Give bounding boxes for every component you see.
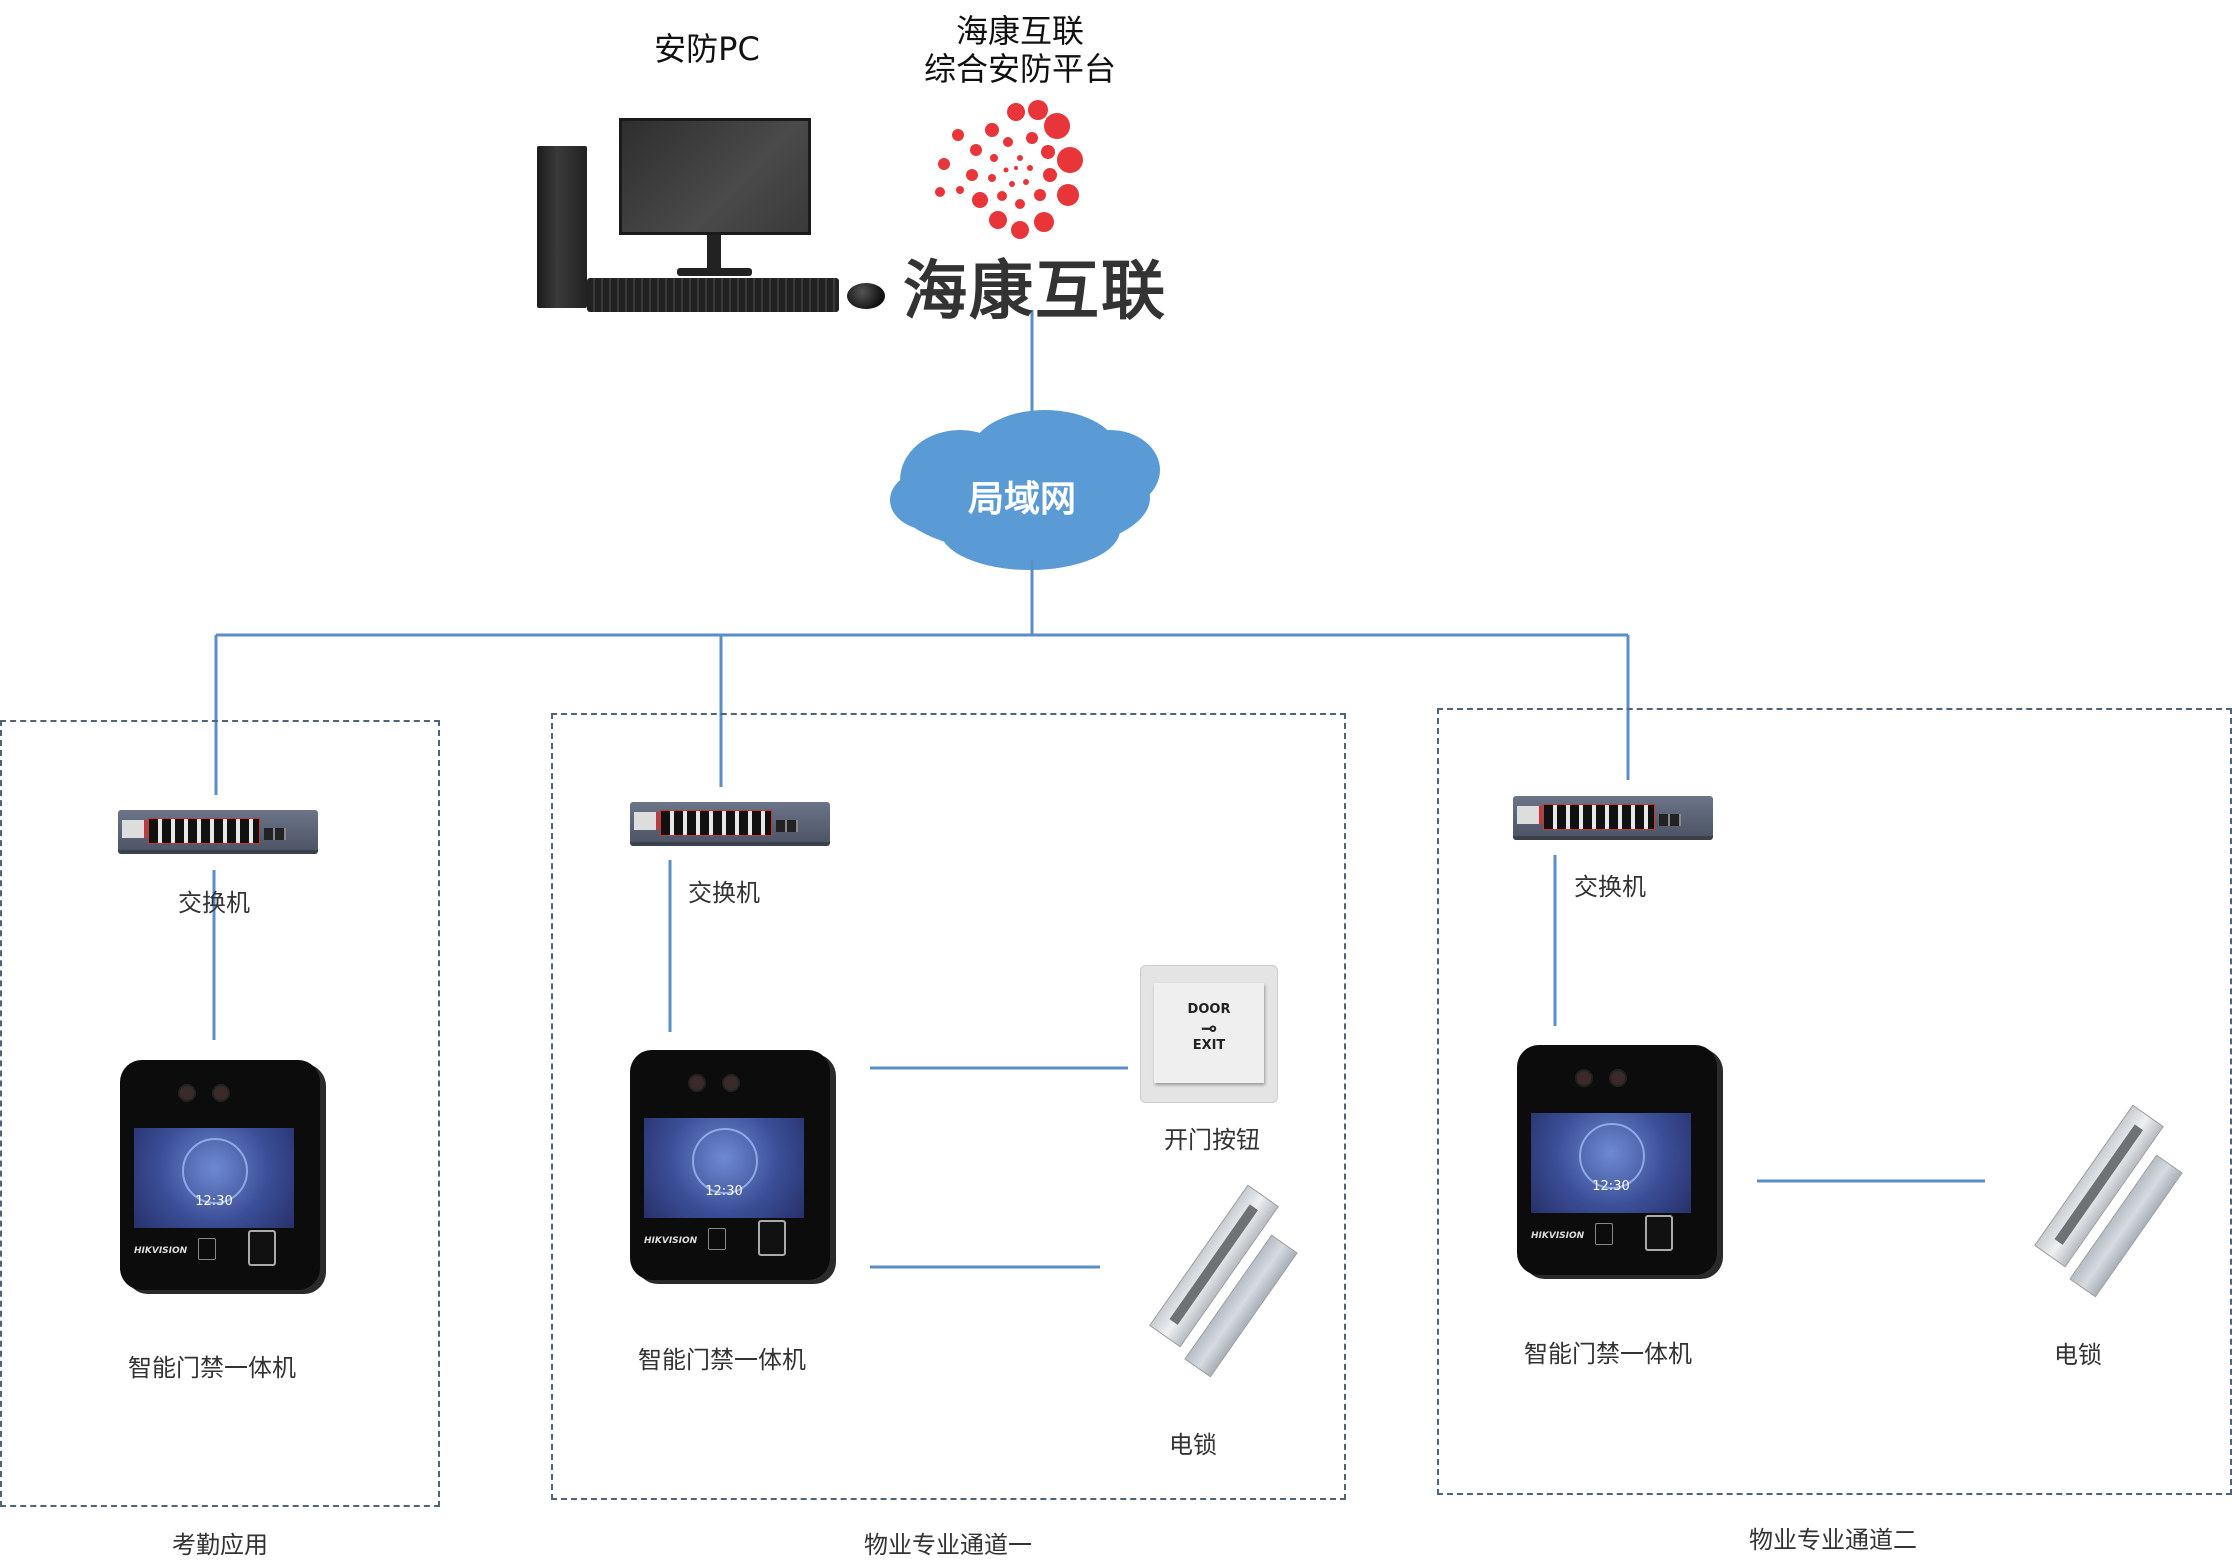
lan-cloud-icon (890, 410, 1160, 570)
cloud-label: 局域网 (967, 479, 1077, 520)
terminal-time: 12:30 (1592, 1179, 1630, 1194)
terminal-brand: HIKVISION (134, 1246, 188, 1256)
door-exit-button-icon: DOOR ⊸ EXIT (1140, 965, 1278, 1103)
electric-lock-icon (2010, 1100, 2183, 1298)
lock-label: 电锁 (1169, 1431, 1217, 1459)
switch-icon (1513, 796, 1713, 836)
pc-label: 安防PC (654, 30, 760, 68)
pc-tower-icon (537, 146, 587, 308)
hik-connect-logo-icon (935, 100, 1083, 239)
switch-label: 交换机 (1574, 873, 1646, 901)
switch-label: 交换机 (178, 889, 250, 917)
terminal-time: 12:30 (195, 1194, 233, 1209)
terminal-time: 12:30 (705, 1184, 743, 1199)
mouse-icon (847, 283, 885, 309)
terminal-label: 智能门禁一体机 (638, 1346, 806, 1374)
zone-property-channel-2-label: 物业专业通道二 (1749, 1526, 1917, 1554)
platform-label-line1: 海康互联 (955, 12, 1085, 50)
electric-lock-icon (1125, 1180, 1298, 1378)
door-text: DOOR (1187, 1002, 1231, 1017)
platform-label-line2: 综合安防平台 (923, 50, 1117, 88)
lock-label: 电锁 (2054, 1341, 2102, 1369)
key-icon: ⊸ (1200, 1016, 1218, 1040)
switch-label: 交换机 (688, 879, 760, 907)
zone-property-channel-1 (551, 713, 1346, 1500)
terminal-brand: HIKVISION (644, 1236, 698, 1246)
monitor-stand (707, 235, 721, 273)
monitor-base (677, 268, 752, 276)
zone-attendance-label: 考勤应用 (172, 1531, 268, 1559)
switch-icon (630, 802, 830, 842)
exit-button-label: 开门按钮 (1164, 1126, 1260, 1154)
access-terminal-icon: 12:30 HIKVISION (120, 1060, 320, 1290)
access-terminal-icon: 12:30 HIKVISION (1517, 1045, 1717, 1275)
zone-property-channel-1-label: 物业专业通道一 (864, 1531, 1032, 1559)
keyboard-icon (587, 278, 839, 312)
switch-icon (118, 810, 318, 850)
zone-property-channel-2 (1437, 708, 2232, 1495)
monitor-icon (619, 118, 811, 235)
security-pc (535, 118, 885, 318)
access-terminal-icon: 12:30 HIKVISION (630, 1050, 830, 1280)
platform-label: 海康互联 综合安防平台 (924, 12, 1116, 88)
exit-text: EXIT (1192, 1038, 1226, 1053)
zone-attendance (0, 720, 440, 1507)
terminal-brand: HIKVISION (1531, 1231, 1585, 1241)
platform-logo-text: 海康互联 (903, 255, 1167, 329)
terminal-label: 智能门禁一体机 (1524, 1340, 1692, 1368)
terminal-label: 智能门禁一体机 (128, 1354, 296, 1382)
